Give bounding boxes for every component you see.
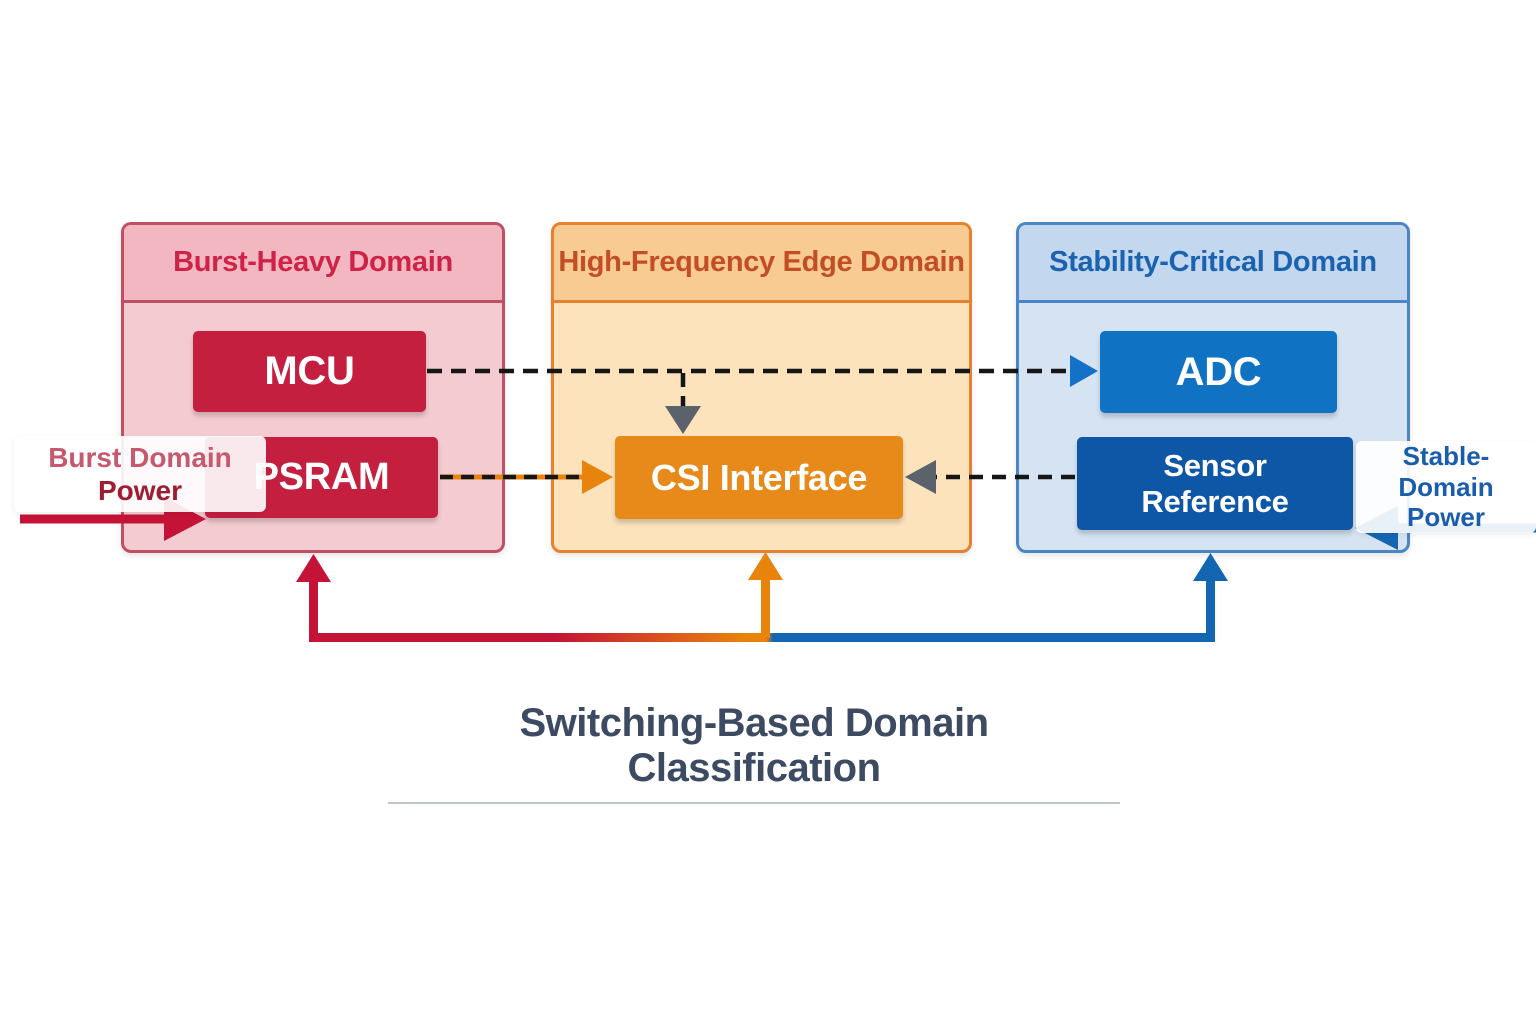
stable-power-label-line2: Power [1406,502,1486,533]
domain-high-frequency-edge-header: High-Frequency Edge Domain [554,225,969,303]
adc-block: ADC [1100,331,1337,413]
burst-power-label: Burst Domain Power [14,436,266,512]
burst-power-label-line2: Power [97,475,183,506]
domain-high-frequency-edge-title: High-Frequency Edge Domain [558,246,965,278]
sensor-reference-label-line1: Sensor [1163,447,1267,483]
mcu-block: MCU [193,331,426,412]
domain-stability-critical-title: Stability-Critical Domain [1049,246,1377,278]
adc-label: ADC [1175,349,1262,394]
feedback-bus [296,552,1228,642]
domain-burst-heavy-header: Burst-Heavy Domain [124,225,502,303]
feedback-branch-stable [1193,553,1228,638]
csi-interface-block: CSI Interface [615,436,903,519]
mcu-label: MCU [264,349,355,393]
feedback-branch-edge [748,552,783,638]
psram-label: PSRAM [253,456,390,498]
burst-power-label-line1: Burst Domain [48,441,232,473]
stable-power-label: Stable-Domain Power [1356,441,1536,533]
csi-interface-label: CSI Interface [650,456,868,498]
diagram-title-underline: Switching-Based Domain Classification [388,701,1120,804]
feedback-branch-burst [296,554,331,638]
stable-power-label-line1: Stable-Domain [1398,441,1494,502]
sensor-reference-label-line2: Reference [1141,483,1289,519]
domain-burst-heavy-title: Burst-Heavy Domain [173,246,453,278]
diagram-title: Switching-Based Domain Classification [519,701,989,790]
feedback-bus-line [309,633,1215,642]
sensor-reference-block: Sensor Reference [1077,437,1353,530]
domain-stability-critical-header: Stability-Critical Domain [1019,225,1407,303]
